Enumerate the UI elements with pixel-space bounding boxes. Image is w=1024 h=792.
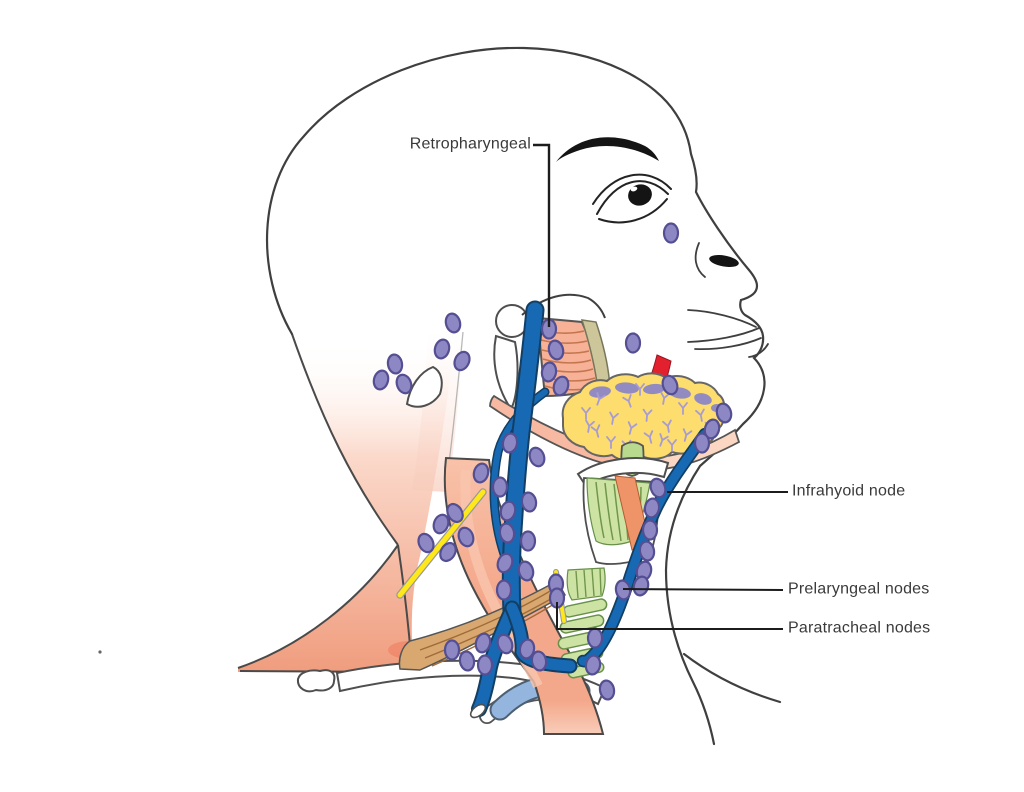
lymph-node <box>501 432 519 454</box>
lymph-node <box>520 491 538 513</box>
lymph-node <box>540 361 558 383</box>
mastoid-process <box>405 365 443 408</box>
lymph-node <box>715 402 733 424</box>
lymph-node <box>491 476 509 498</box>
lymph-node <box>372 369 390 391</box>
leader-prelaryngeal <box>622 588 784 591</box>
lymph-node <box>586 627 604 649</box>
nose-mouth-lines <box>687 242 769 358</box>
lymph-node <box>417 532 435 554</box>
lymph-node <box>547 339 565 361</box>
eye <box>592 173 672 224</box>
facial-features <box>556 137 769 358</box>
lymph-node <box>444 312 462 334</box>
lymph-node <box>495 579 513 601</box>
internal-jugular-vein <box>503 302 543 620</box>
eyebrow <box>556 137 659 162</box>
lymph-node <box>598 679 616 701</box>
lymph-node <box>446 502 464 524</box>
lymph-node <box>552 375 570 397</box>
eye-pupil <box>628 184 652 206</box>
lymph-node <box>638 540 656 562</box>
lymph-node <box>703 418 721 440</box>
print-speck <box>98 650 102 654</box>
lymph-node <box>517 560 535 582</box>
leader-paratracheal <box>556 602 783 630</box>
lymph-nodes <box>372 222 733 701</box>
omohyoid-muscle <box>388 579 567 671</box>
leader-lines <box>533 143 788 630</box>
trapezius-muscle <box>237 331 464 673</box>
lymph-node <box>643 497 661 519</box>
lymph-node <box>496 633 514 655</box>
lymph-node <box>649 477 667 499</box>
nostril <box>709 254 739 268</box>
lymph-node <box>474 632 492 654</box>
lymph-node <box>439 541 457 563</box>
shoulder-line <box>682 652 782 704</box>
cut-vein-end <box>469 703 487 719</box>
lymph-node <box>496 552 514 574</box>
deep-node-band <box>589 382 723 412</box>
lymph-node <box>530 650 548 672</box>
lymph-node <box>584 654 602 676</box>
label-paratracheal: Paratracheal nodes <box>788 619 931 637</box>
leader-retropharyngeal <box>533 143 551 327</box>
lymph-node <box>458 650 476 672</box>
lymph-node <box>661 374 679 396</box>
lymph-node <box>432 513 450 535</box>
lymph-node <box>457 526 475 548</box>
lymph-node <box>386 353 404 375</box>
lymph-node <box>498 522 516 544</box>
label-retropharyngeal: Retropharyngeal <box>409 135 531 153</box>
lymph-node <box>662 222 680 244</box>
lymph-node <box>693 432 711 454</box>
accessory-nerve <box>396 488 487 599</box>
lymph-node <box>443 639 461 661</box>
lymph-node <box>624 332 642 354</box>
label-infrahyoid: Infrahyoid node <box>792 482 906 500</box>
label-prelaryngeal: Prelaryngeal nodes <box>788 580 930 598</box>
lymph-node <box>632 575 650 597</box>
lymph-node <box>433 338 451 360</box>
face-profile-line <box>265 46 766 746</box>
lymph-node <box>641 519 659 541</box>
head-outline <box>265 46 782 746</box>
larynx-trachea <box>557 441 670 679</box>
lymph-node <box>528 446 546 468</box>
lymph-node <box>395 373 413 395</box>
lymph-node <box>472 462 490 484</box>
lymph-node <box>518 638 536 660</box>
lymph-node <box>476 654 494 676</box>
lymph-node <box>519 530 537 552</box>
lymph-node <box>499 500 517 522</box>
lymph-node <box>453 350 471 372</box>
